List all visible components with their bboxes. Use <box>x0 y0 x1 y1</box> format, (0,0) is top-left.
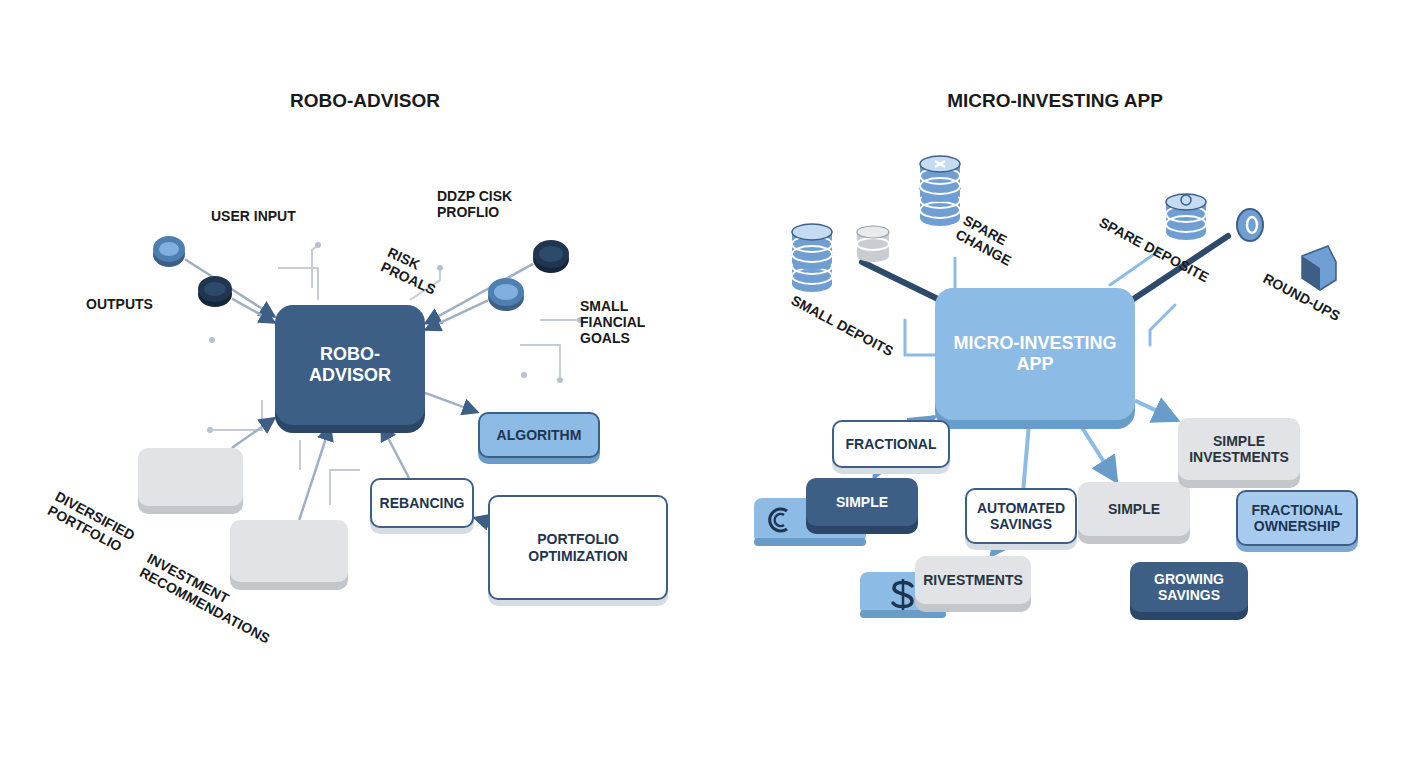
connector-arrow <box>991 544 1000 556</box>
process-box: REBANCING <box>370 478 474 528</box>
node-caption: DDZP CISK PROFLIO <box>437 188 537 220</box>
node-caption: INVESTMENT RECOMMENDATIONS <box>137 550 276 644</box>
connector-arrow <box>299 425 330 520</box>
process-box: FRACTIONAL <box>832 420 950 468</box>
connector-arrow <box>874 468 879 478</box>
node-label: ROBO-ADVISOR <box>281 344 419 385</box>
flow-label: RISK PROALS <box>378 244 473 311</box>
node-label: SIMPLE INVESTMENTS <box>1184 433 1294 465</box>
connector-arrow <box>185 259 275 317</box>
core-box: ROBO-ADVISOR <box>275 305 425 425</box>
process-box: ALGORITHM <box>478 412 600 458</box>
connector-arrow <box>1023 420 1029 488</box>
node-label: AUTOMATED SAVINGS <box>973 500 1069 532</box>
connector-arrow <box>232 299 275 323</box>
source-label: SMALL DEPOITS <box>788 292 902 363</box>
connector-arrow <box>474 518 488 522</box>
input-circle: DDZP CISK PROFLIO <box>533 240 569 268</box>
process-box: PORTFOLIO OPTIMIZATION <box>488 495 668 600</box>
input-circle: USER INPUT <box>153 236 185 262</box>
connector-arrow <box>232 418 275 448</box>
source-label: ROUND-UPS <box>1260 270 1356 331</box>
output-box: DIVERSIFIED PORTFOLIO <box>138 448 243 506</box>
source-label: SPARE DEPOSITE <box>1096 214 1218 289</box>
output-box: SIMPLE INVESTMENTS <box>1178 418 1300 480</box>
core-box: MICRO-INVESTING APP <box>935 288 1135 420</box>
connector-arrow <box>425 300 488 330</box>
node-label: RIVESTMENTS <box>923 572 1023 588</box>
source-label: SPARE CHANGE <box>953 212 1039 278</box>
node-label: FRACTIONAL OWNERSHIP <box>1244 502 1350 534</box>
output-box: RIVESTMENTS <box>915 556 1031 604</box>
node-label: FRACTIONAL <box>846 436 937 452</box>
input-circle: SMALL FIANCIAL GOALS <box>488 278 524 306</box>
node-label: REBANCING <box>380 495 465 511</box>
connector-arrow <box>425 264 533 324</box>
section-title: ROBO-ADVISOR <box>250 90 480 112</box>
node-label: MICRO-INVESTING APP <box>941 333 1129 374</box>
connector-arrow <box>1135 401 1178 421</box>
connector-arrow <box>425 393 478 413</box>
output-box: INVESTMENT RECOMMENDATIONS <box>230 520 348 582</box>
node-label: SIMPLE <box>1108 501 1160 517</box>
node-label: SIMPLE <box>836 494 888 510</box>
node-caption: SMALL FIANCIAL GOALS <box>580 298 690 346</box>
connector-arrow <box>381 425 409 478</box>
process-box: SIMPLE <box>806 478 918 526</box>
output-box: GROWING SAVINGS <box>1130 562 1248 612</box>
node-label: PORTFOLIO OPTIMIZATION <box>496 531 660 563</box>
output-box: SIMPLE <box>1078 482 1190 536</box>
node-label: GROWING SAVINGS <box>1136 571 1242 603</box>
input-circle: OUTPUTS <box>198 276 232 302</box>
section-title: MICRO-INVESTING APP <box>925 90 1185 112</box>
node-label: ALGORITHM <box>497 427 582 443</box>
process-box: AUTOMATED SAVINGS <box>965 488 1077 544</box>
connector-arrow <box>1077 420 1117 482</box>
node-caption: USER INPUT <box>211 208 321 224</box>
output-box: FRACTIONAL OWNERSHIP <box>1236 490 1358 546</box>
node-caption: OUTPUTS <box>86 296 186 312</box>
